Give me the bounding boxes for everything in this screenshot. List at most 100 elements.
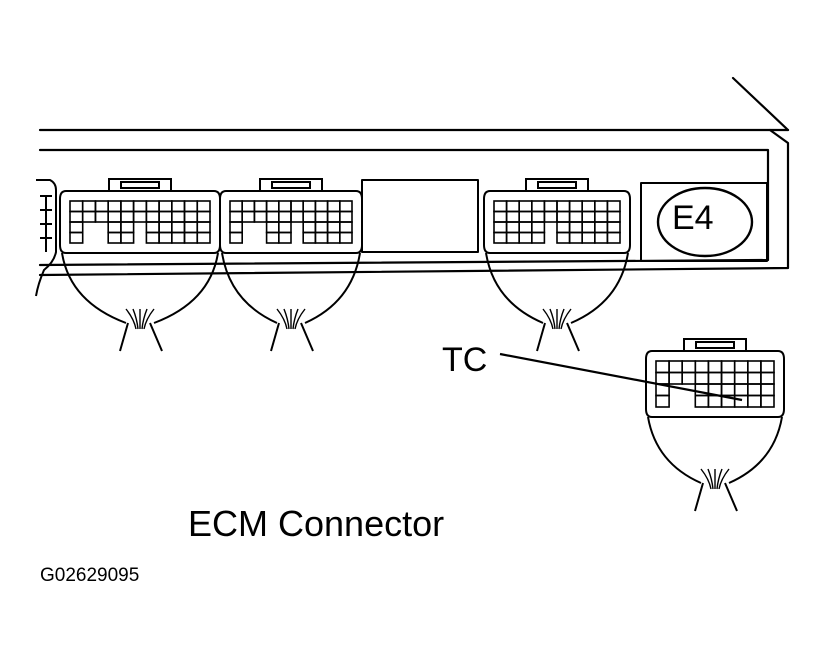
terminal-cell: [707, 360, 723, 374]
terminal-cell: [338, 210, 353, 223]
terminal-cell: [229, 221, 243, 234]
harness-left-edge: [485, 252, 544, 324]
terminal-cell: [145, 221, 160, 234]
harness-right-edge: [153, 252, 219, 324]
terminal-cell: [196, 231, 211, 244]
terminal-cell: [518, 221, 533, 234]
terminal-cell: [543, 210, 558, 223]
terminal-cell: [145, 200, 160, 213]
terminal-cell: [265, 231, 280, 244]
wire-strand: [283, 308, 290, 330]
terminal-cell: [518, 231, 533, 244]
connector-1: [59, 178, 221, 352]
wire-strand: [560, 308, 572, 330]
terminal-cell: [69, 200, 84, 213]
terminal-cell: [171, 200, 186, 213]
terminal-cell: [493, 231, 508, 244]
terminal-cell: [196, 200, 211, 213]
terminal-cell: [314, 210, 329, 223]
tc-callout-label: TC: [442, 341, 488, 379]
terminal-cell: [145, 210, 160, 223]
terminal-cell: [733, 371, 749, 385]
terminal-cell: [694, 360, 710, 374]
terminal-cell: [183, 200, 198, 213]
e4-recess: [640, 182, 768, 262]
terminal-cell: [314, 200, 329, 213]
terminal-cell: [107, 221, 122, 234]
wire-strand: [141, 308, 148, 330]
terminal-cell: [302, 231, 317, 244]
terminal-cell: [81, 200, 97, 213]
terminal-cell: [338, 231, 353, 244]
terminal-cell: [183, 210, 198, 223]
terminal-cell: [314, 221, 329, 234]
harness-left-edge: [61, 252, 127, 324]
wire-strand: [549, 308, 556, 330]
wire-bundle: [119, 322, 163, 352]
connector-body: [219, 190, 363, 254]
terminal-cell: [556, 221, 571, 234]
terminal-cell: [120, 210, 135, 223]
blank-recess: [361, 179, 479, 253]
terminal-cell: [229, 210, 243, 223]
connector-2: [219, 178, 363, 352]
terminal-cell: [593, 221, 609, 234]
wire-strand: [276, 308, 288, 330]
terminal-cell: [302, 200, 317, 213]
terminal-cell: [655, 371, 670, 385]
terminal-cell: [581, 210, 596, 223]
terminal-cell: [530, 210, 546, 223]
terminal-cell: [720, 383, 736, 397]
terminal-cell: [518, 200, 533, 213]
connector-latch: [683, 338, 747, 351]
terminal-cell: [568, 200, 583, 213]
terminal-cell: [171, 221, 186, 234]
latch-slot: [537, 181, 577, 189]
connector-latch: [525, 178, 589, 191]
terminal-cell: [593, 210, 609, 223]
terminal-cell: [746, 394, 762, 408]
terminal-cell: [158, 221, 173, 234]
ecm-housing: [38, 76, 790, 277]
terminal-cell: [493, 210, 508, 223]
connector-body: [59, 190, 221, 254]
terminal-cell: [530, 200, 546, 213]
connector-body: [483, 190, 631, 254]
terminal-cell: [694, 394, 710, 408]
wire-strand: [292, 308, 299, 330]
terminal-cell: [746, 360, 762, 374]
terminal-cell: [277, 200, 292, 213]
terminal-cell: [720, 360, 736, 374]
terminal-cell: [760, 360, 775, 374]
connector-3: [483, 178, 631, 352]
wire-strand: [707, 468, 714, 490]
terminal-cell: [69, 221, 84, 234]
diagram-caption: ECM Connector: [188, 503, 445, 544]
harness-right-edge: [304, 252, 361, 324]
terminal-cell: [593, 231, 609, 244]
latch-slot: [120, 181, 160, 189]
terminal-cell: [158, 200, 173, 213]
connector-id-label: E4: [672, 199, 714, 237]
wire-bundle: [536, 322, 580, 352]
terminal-cell: [183, 221, 198, 234]
connector-group: [59, 178, 785, 512]
harness-left-edge: [221, 252, 278, 324]
terminal-cell: [720, 371, 736, 385]
connector-tc-detail: [645, 338, 785, 512]
connector-latch: [108, 178, 172, 191]
terminal-cell: [606, 231, 621, 244]
connector-latch: [259, 178, 323, 191]
terminal-cell: [196, 221, 211, 234]
terminal-cell: [69, 231, 84, 244]
terminal-cell: [302, 210, 317, 223]
terminal-cell: [581, 231, 596, 244]
terminal-cell: [493, 200, 508, 213]
terminal-cell: [94, 200, 109, 213]
terminal-cell: [81, 210, 97, 223]
terminal-cell: [183, 231, 198, 244]
terminal-cell: [241, 210, 256, 223]
harness-right-edge: [728, 416, 783, 484]
terminal-cell: [229, 200, 243, 213]
terminal-cell: [120, 221, 135, 234]
